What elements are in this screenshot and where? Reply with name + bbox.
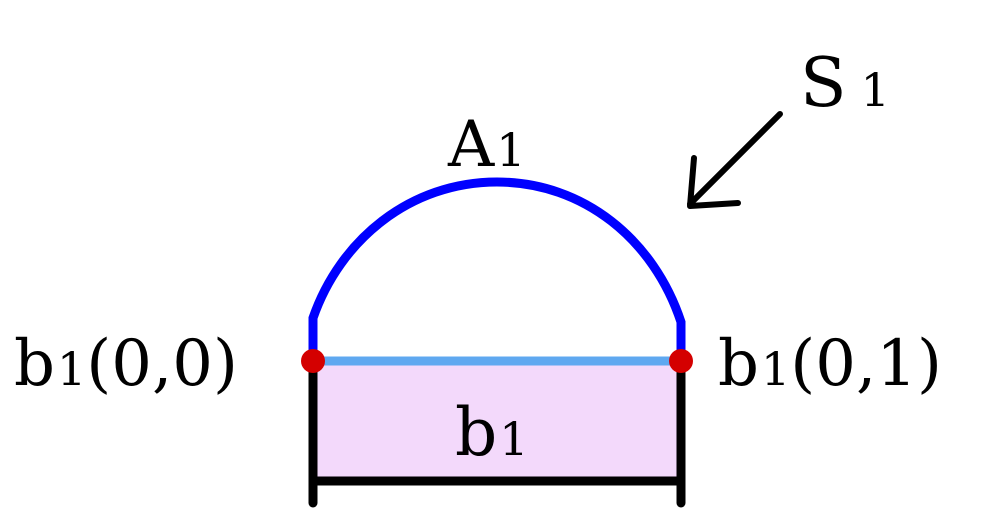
label-b1-00: b1(0,0) [14, 327, 238, 401]
point-b1-01 [669, 349, 693, 373]
label-b1-01: b1(0,1) [718, 327, 942, 401]
arrow-icon [687, 111, 783, 209]
box-frame [308, 356, 686, 508]
arc-a1 [308, 177, 686, 361]
label-b1: b1 [455, 394, 529, 471]
box-region [313, 361, 681, 479]
label-a1: A1 [447, 108, 526, 182]
point-b1-00 [301, 349, 325, 373]
